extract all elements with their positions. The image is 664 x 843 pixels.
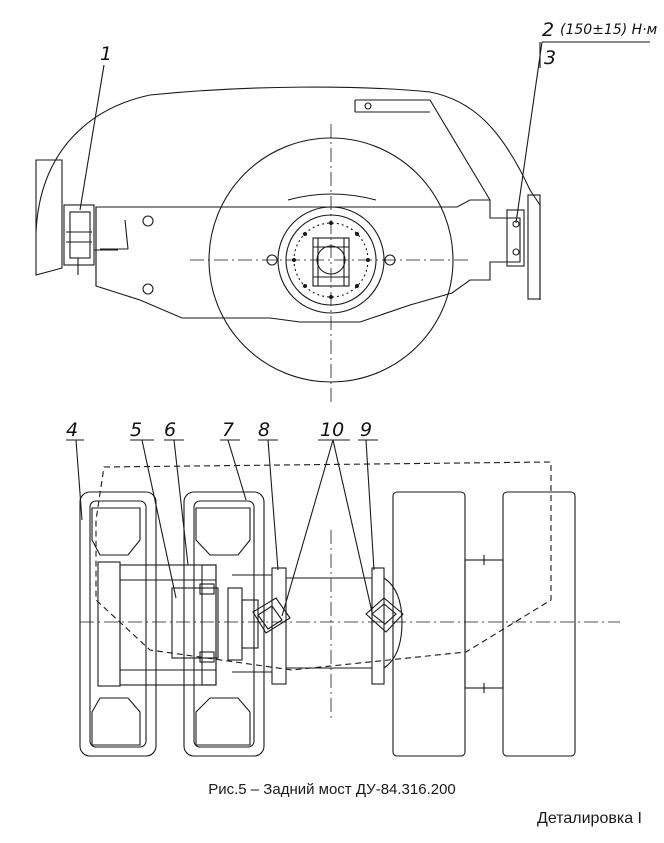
right-bracket [506,194,541,300]
callout-3: 3 [544,47,556,69]
callout-4: 4 [66,419,78,441]
tyre-left-inner [183,491,265,757]
tyre-left-outer [79,491,157,757]
axle-beam [95,199,521,323]
body-dashed-contour [95,461,552,671]
top-view [35,41,650,404]
callout-2: 2 [542,19,554,41]
callout-6: 6 [164,419,176,441]
callout-10: 10 [320,419,344,441]
section-footer: Деталировка I [537,810,642,827]
callout-1: 1 [100,43,112,65]
front-wheels [392,491,576,757]
hub-drum [97,561,259,687]
fender-outline [35,86,541,300]
figure-caption: Рис.5 – Задний мост ДУ-84.316.200 [208,781,456,798]
torque-note: (150±15) Н·м [560,22,658,38]
callout-7: 7 [222,419,234,441]
spring-brackets [252,597,404,634]
hub-bolts [292,221,370,299]
callout-5: 5 [130,419,142,441]
left-bracket [63,204,118,275]
callout-8: 8 [258,419,270,441]
callout-9: 9 [360,419,372,441]
bottom-view [66,439,620,757]
